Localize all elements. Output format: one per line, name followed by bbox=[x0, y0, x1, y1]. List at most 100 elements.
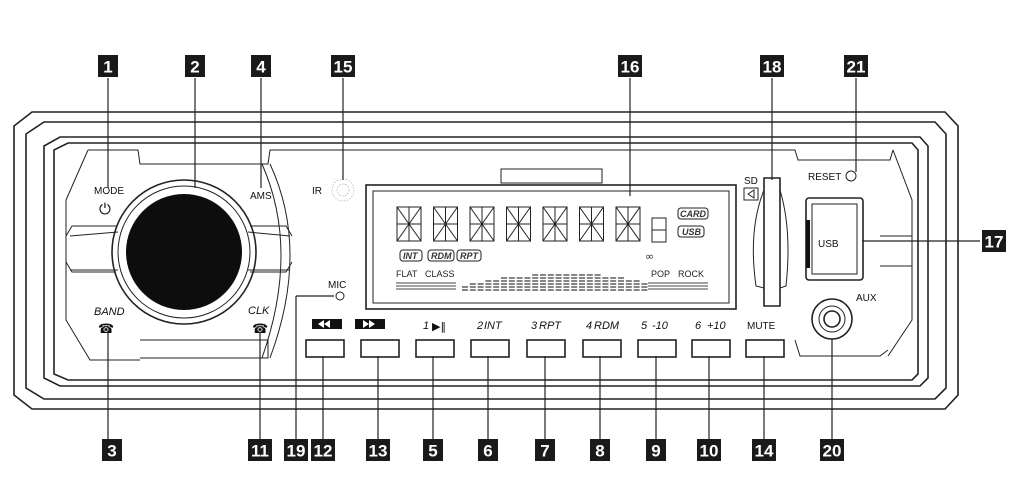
button-3-sublabel: RPT bbox=[539, 320, 562, 332]
play-pause-icon: ▶︎‖ bbox=[432, 320, 446, 333]
face-panel bbox=[65, 149, 913, 361]
sd-eject-arrow-icon bbox=[747, 189, 755, 199]
callout-15-number: 15 bbox=[334, 58, 353, 77]
lcd-equalizer-bars bbox=[396, 274, 708, 291]
lcd-flat-label: FLAT bbox=[396, 269, 418, 279]
preset-6-button[interactable] bbox=[691, 339, 731, 358]
lcd-digit bbox=[615, 206, 641, 242]
preset-5-button[interactable] bbox=[637, 339, 677, 358]
lcd-digit bbox=[542, 206, 568, 242]
seek-forward-icon bbox=[355, 319, 385, 329]
callout-7: 7 bbox=[535, 439, 555, 461]
lcd-digit bbox=[433, 206, 458, 242]
callout-13: 13 bbox=[366, 439, 390, 461]
callout-2-number: 2 bbox=[190, 58, 199, 77]
callout-7-number: 7 bbox=[540, 442, 549, 461]
button-2-sublabel: INT bbox=[484, 320, 503, 332]
button-5-sublabel: -10 bbox=[652, 320, 669, 332]
sd-label: SD bbox=[744, 176, 758, 187]
lcd-rdm-indicator: RDM bbox=[431, 251, 452, 261]
callout-6-number: 6 bbox=[483, 442, 492, 461]
seek-back-button[interactable] bbox=[305, 339, 345, 358]
callout-3-number: 3 bbox=[107, 442, 116, 461]
callout-15: 15 bbox=[331, 55, 355, 77]
phone-hangup-icon: ☎ bbox=[252, 322, 268, 337]
callout-16-number: 16 bbox=[621, 58, 640, 77]
seek-forward-button[interactable] bbox=[360, 339, 400, 358]
mute-button[interactable] bbox=[745, 339, 785, 358]
button-4-sublabel: RDM bbox=[594, 320, 620, 332]
callout-6: 6 bbox=[478, 439, 498, 461]
lcd-usb-indicator: USB bbox=[682, 227, 702, 237]
callout-11: 11 bbox=[248, 439, 272, 461]
callout-10: 10 bbox=[697, 439, 721, 461]
callout-20-number: 20 bbox=[823, 442, 842, 461]
lcd-pop-label: POP bbox=[651, 269, 670, 279]
callout-17-number: 17 bbox=[985, 233, 1004, 252]
reset-button[interactable] bbox=[845, 170, 857, 182]
preset-4-button[interactable] bbox=[582, 339, 622, 358]
button-6-label: 6 bbox=[695, 320, 702, 332]
phone-answer-icon: ☎ bbox=[98, 322, 114, 337]
callout-21-number: 21 bbox=[847, 58, 866, 77]
lcd-segment-digits bbox=[396, 206, 667, 243]
callout-12-number: 12 bbox=[314, 442, 333, 461]
callout-10-number: 10 bbox=[700, 442, 719, 461]
callout-14: 14 bbox=[752, 439, 776, 461]
lcd-class-label: CLASS bbox=[425, 269, 455, 279]
callout-3: 3 bbox=[102, 439, 122, 461]
lcd-rpt-indicator: RPT bbox=[460, 251, 480, 261]
outer-frame bbox=[13, 111, 959, 410]
usb-port-label: USB bbox=[818, 239, 839, 250]
callout-4-number: 4 bbox=[256, 58, 266, 77]
seek-back-icon bbox=[312, 319, 342, 329]
lcd-card-indicator: CARD bbox=[680, 209, 706, 219]
power-icon: ⏻ bbox=[99, 200, 111, 218]
clk-label: CLK bbox=[248, 305, 270, 317]
callout-11-number: 11 bbox=[251, 442, 269, 461]
usb-port[interactable] bbox=[805, 197, 864, 281]
lcd-rock-label: ROCK bbox=[678, 269, 704, 279]
ams-label: AMS bbox=[250, 191, 272, 202]
preset-2-button[interactable] bbox=[470, 339, 510, 358]
callout-18-number: 18 bbox=[763, 58, 782, 77]
callout-21: 21 bbox=[844, 55, 868, 77]
volume-knob[interactable] bbox=[111, 179, 257, 325]
lcd-small-digit bbox=[651, 217, 667, 243]
preset-3-button[interactable] bbox=[526, 339, 566, 358]
preset-1-button[interactable] bbox=[415, 339, 455, 358]
callout-9: 9 bbox=[646, 439, 666, 461]
lcd-digit bbox=[579, 206, 604, 242]
callout-20: 20 bbox=[820, 439, 844, 461]
callout-17: 17 bbox=[982, 230, 1006, 252]
callout-19-number: 19 bbox=[287, 442, 306, 461]
lcd-display: CARD USB INT RDM RPT ∞ FLAT CLASS POP RO… bbox=[365, 168, 737, 310]
callout-5-number: 5 bbox=[428, 442, 437, 461]
callout-12: 12 bbox=[311, 439, 335, 461]
lcd-digit bbox=[469, 206, 495, 242]
callout-8: 8 bbox=[590, 439, 610, 461]
callout-18: 18 bbox=[760, 55, 784, 77]
ir-sensor bbox=[331, 178, 355, 202]
lcd-digit bbox=[396, 206, 422, 242]
aux-jack[interactable] bbox=[811, 298, 853, 340]
callout-5: 5 bbox=[423, 439, 443, 461]
callout-13-number: 13 bbox=[369, 442, 388, 461]
callout-19: 19 bbox=[284, 439, 308, 461]
reset-label: RESET bbox=[808, 172, 841, 183]
callout-4: 4 bbox=[251, 55, 271, 77]
callout-1: 1 bbox=[98, 55, 118, 77]
sd-card-slot[interactable] bbox=[752, 177, 789, 307]
ir-label: IR bbox=[312, 186, 322, 197]
callout-14-number: 14 bbox=[755, 442, 774, 461]
callout-8-number: 8 bbox=[595, 442, 604, 461]
button-5-label: 5 bbox=[641, 320, 648, 332]
button-row bbox=[305, 339, 785, 358]
stereo-icon: ∞ bbox=[645, 250, 654, 263]
button-4-label: 4 bbox=[586, 320, 592, 332]
mode-label: MODE bbox=[94, 186, 124, 197]
mic-label: MIC bbox=[328, 280, 346, 291]
band-label: BAND bbox=[94, 306, 125, 318]
